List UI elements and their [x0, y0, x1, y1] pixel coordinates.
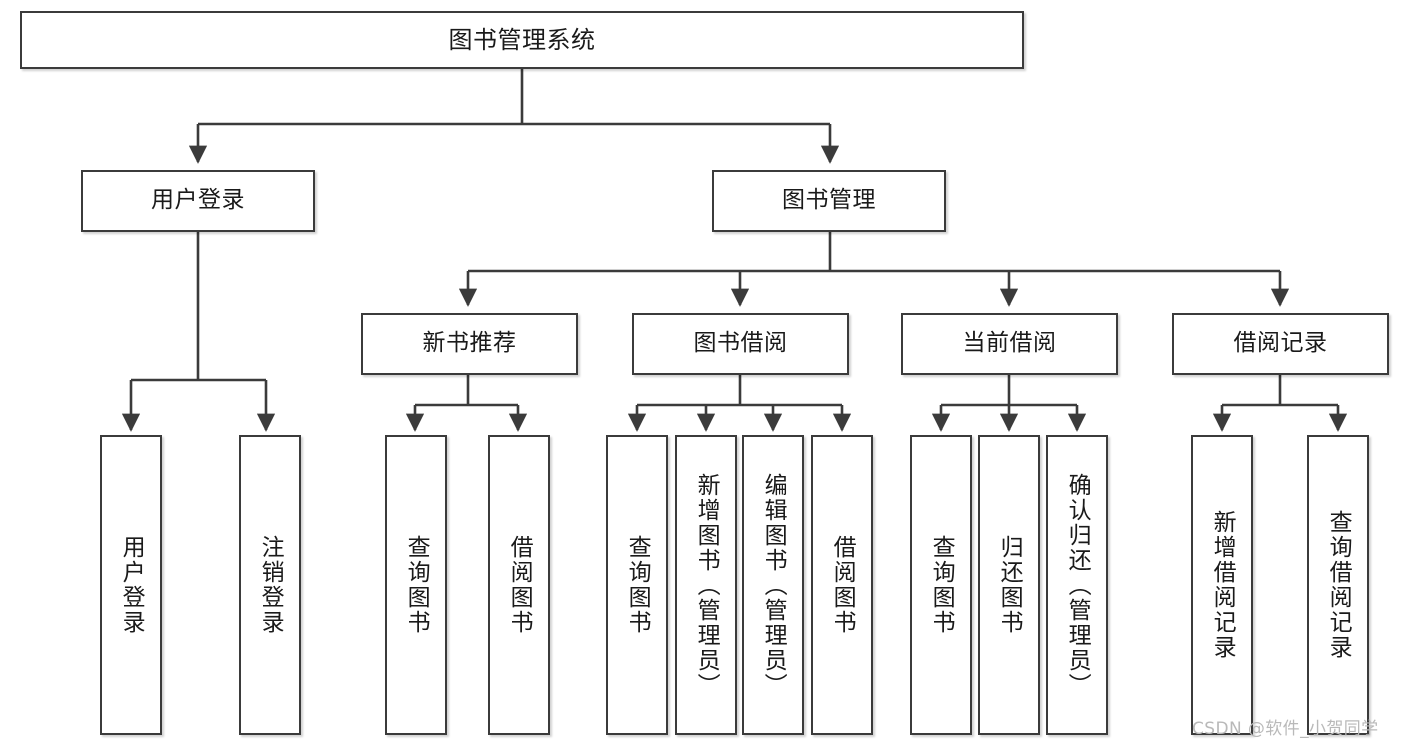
leaf-edit-book[interactable]: 编辑图书（管理员）	[742, 435, 804, 735]
leaf-add-borrow-record[interactable]: 新增借阅记录	[1191, 435, 1253, 735]
node-book-manage[interactable]: 图书管理	[712, 170, 946, 232]
node-borrow-record[interactable]: 借阅记录	[1172, 313, 1389, 375]
node-label: 当前借阅	[962, 330, 1057, 357]
leaf-borrow-book-recommend[interactable]: 借阅图书	[488, 435, 550, 735]
node-label: 用户登录	[151, 187, 245, 214]
leaf-borrow-book[interactable]: 借阅图书	[811, 435, 873, 735]
node-label: 新增图书（管理员）	[693, 472, 720, 698]
node-label: 借阅图书	[506, 535, 533, 635]
node-label: 图书管理	[782, 187, 876, 214]
node-label: 新增借阅记录	[1209, 510, 1236, 660]
node-label: 新书推荐	[422, 330, 517, 357]
node-root-book-management-system[interactable]: 图书管理系统	[20, 11, 1024, 69]
node-user-login[interactable]: 用户登录	[81, 170, 315, 232]
node-label: 查询图书	[403, 535, 430, 635]
node-label: 查询借阅记录	[1325, 510, 1352, 660]
leaf-query-book-recommend[interactable]: 查询图书	[385, 435, 447, 735]
leaf-query-book-current[interactable]: 查询图书	[910, 435, 972, 735]
node-label: 编辑图书（管理员）	[760, 472, 787, 698]
node-label: 查询图书	[928, 535, 955, 635]
node-label: 归还图书	[996, 535, 1023, 635]
node-label: 借阅图书	[829, 535, 856, 635]
leaf-query-book-borrow[interactable]: 查询图书	[606, 435, 668, 735]
leaf-query-borrow-record[interactable]: 查询借阅记录	[1307, 435, 1369, 735]
node-label: 借阅记录	[1233, 330, 1328, 357]
node-label: 图书管理系统	[448, 25, 596, 54]
node-label: 用户登录	[118, 535, 145, 635]
node-label: 查询图书	[624, 535, 651, 635]
leaf-add-book[interactable]: 新增图书（管理员）	[675, 435, 737, 735]
leaf-user-login[interactable]: 用户登录	[100, 435, 162, 735]
node-current-borrow[interactable]: 当前借阅	[901, 313, 1118, 375]
csdn-watermark: CSDN @软件_小贺同学	[1192, 719, 1379, 739]
leaf-return-book[interactable]: 归还图书	[978, 435, 1040, 735]
node-label: 注销登录	[257, 535, 284, 635]
leaf-confirm-return[interactable]: 确认归还（管理员）	[1046, 435, 1108, 735]
leaf-user-logout[interactable]: 注销登录	[239, 435, 301, 735]
node-book-borrow[interactable]: 图书借阅	[632, 313, 849, 375]
node-label: 图书借阅	[693, 330, 788, 357]
node-new-book-recommend[interactable]: 新书推荐	[361, 313, 578, 375]
node-label: 确认归还（管理员）	[1064, 472, 1091, 698]
